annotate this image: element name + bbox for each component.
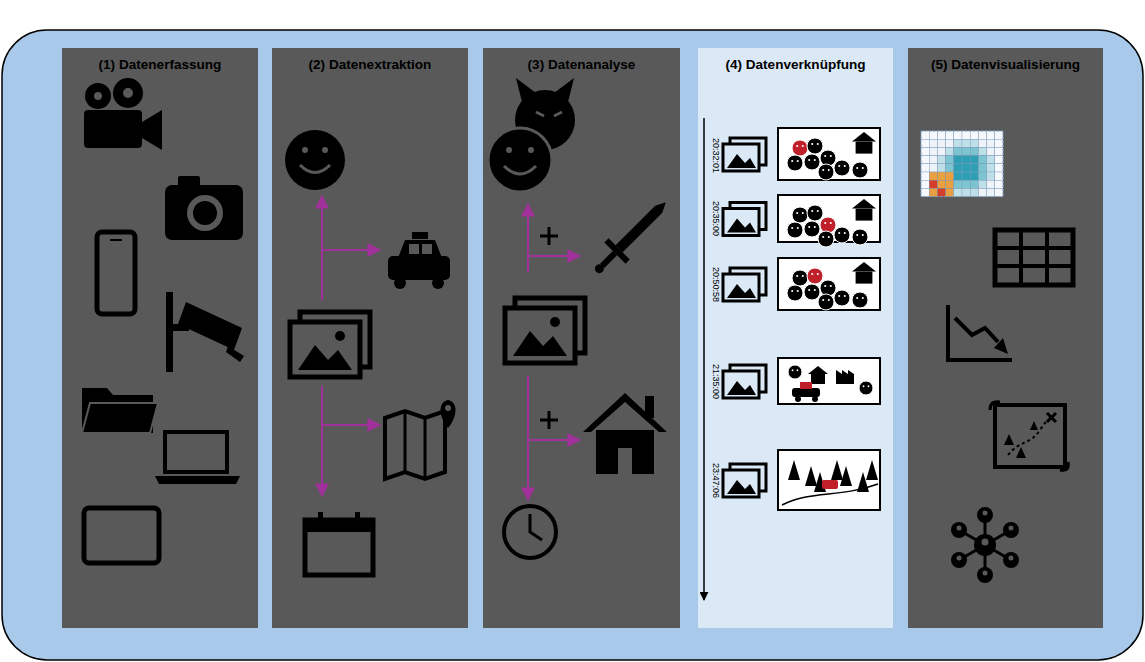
clock-icon (504, 506, 556, 558)
person-smiley-icon (285, 130, 345, 190)
network-icon (951, 507, 1019, 583)
images-icon (290, 312, 370, 377)
timeline-arrow (704, 118, 705, 600)
taxi-icon (388, 232, 450, 289)
timestamp-label: 21:35:00 (711, 363, 720, 398)
scene-row (723, 195, 880, 247)
process-column: (3) Datenanalyse (483, 48, 680, 628)
treasure-map-icon (990, 402, 1068, 471)
column-panels (62, 48, 1103, 628)
folder-icon (82, 388, 158, 433)
house-icon (583, 393, 667, 474)
tablet-icon (84, 508, 159, 563)
column-heading: (3) Datenanalyse (483, 48, 680, 72)
column-heading: (5) Datenvisualisierung (908, 48, 1103, 72)
process-column: (2) Datenextraktion (272, 48, 468, 628)
column-heading: (2) Datenextraktion (272, 48, 468, 72)
map-icon (385, 400, 456, 479)
photo-camera-icon (165, 176, 243, 240)
person-smiley-icon (488, 128, 552, 192)
table-icon (995, 230, 1073, 285)
timestamp-label: 20:35:00 (711, 200, 720, 235)
video-camera-icon (84, 78, 162, 150)
sword-icon (586, 192, 677, 283)
calendar-icon (305, 512, 373, 575)
outer-frame (2, 30, 1143, 660)
heatmap-icon (921, 131, 1003, 197)
laptop-icon (155, 432, 240, 484)
cctv-icon (166, 292, 244, 372)
scene-row (723, 128, 880, 180)
line-chart-icon (948, 305, 1012, 360)
scene-row (723, 258, 880, 310)
scene-row (723, 358, 880, 404)
timestamp-label: 20:32:01 (711, 137, 720, 172)
timestamp-label: 23:47:06 (711, 462, 720, 497)
column-heading: (4) Datenverknüpfung (698, 48, 893, 72)
scene-row (723, 450, 880, 510)
smartphone-icon (97, 232, 135, 314)
column-heading: (1) Datenerfassung (62, 48, 258, 72)
images-icon (505, 298, 585, 363)
process-column: (1) Datenerfassung (62, 48, 258, 628)
timestamp-label: 20:50:58 (711, 266, 720, 301)
process-column: (4) Datenverknüpfung (698, 48, 893, 628)
timeline-scenes (723, 128, 880, 510)
process-column: (5) Datenvisualisierung (908, 48, 1103, 628)
